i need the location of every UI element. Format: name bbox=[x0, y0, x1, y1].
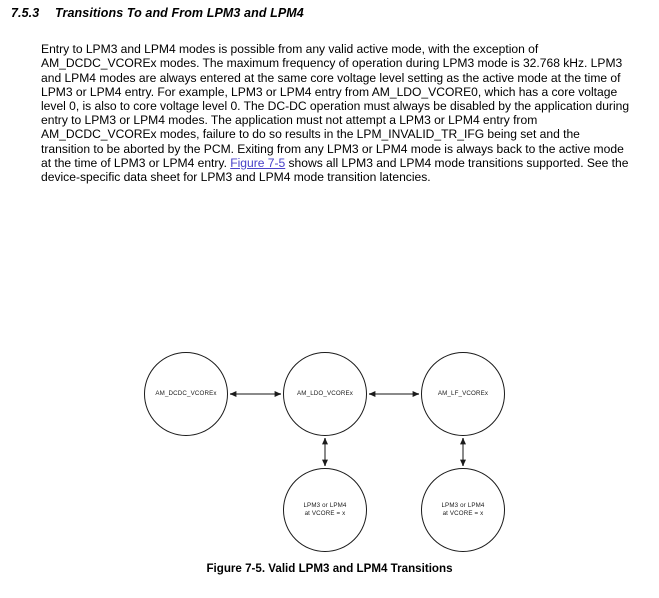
body-text-block: Entry to LPM3 and LPM4 modes is possible… bbox=[41, 30, 630, 196]
paragraph-lpm-transitions: Entry to LPM3 and LPM4 modes is possible… bbox=[41, 42, 630, 184]
node-am-dcdc-vcorex-label: AM_DCDC_VCOREx bbox=[155, 390, 217, 398]
node-am-lf-vcorex-label: AM_LF_VCOREx bbox=[437, 390, 489, 398]
node-am-lf-vcorex: AM_LF_VCOREx bbox=[421, 352, 505, 436]
state-transition-diagram: AM_LDO_VCOREx --> AM_LF_VCOREx --> LPM3/… bbox=[0, 175, 659, 552]
node-am-dcdc-vcorex: AM_DCDC_VCOREx bbox=[144, 352, 228, 436]
node-lpm3-lpm4-right: LPM3 or LPM4 at VCORE = x bbox=[421, 468, 505, 552]
node-lpm3-lpm4-middle: LPM3 or LPM4 at VCORE = x bbox=[283, 468, 367, 552]
section-number: 7.5.3 bbox=[11, 6, 40, 20]
figure-7-5: AM_LDO_VCOREx --> AM_LF_VCOREx --> LPM3/… bbox=[0, 175, 659, 575]
paragraph-part-2: shows all LPM3 and LPM4 mode transitions… bbox=[41, 155, 629, 184]
node-am-ldo-vcorex: AM_LDO_VCOREx bbox=[283, 352, 367, 436]
figure-caption: Figure 7-5. Valid LPM3 and LPM4 Transiti… bbox=[206, 562, 453, 575]
paragraph-part-1: Entry to LPM3 and LPM4 modes is possible… bbox=[41, 42, 630, 170]
node-lpm3-lpm4-middle-label: LPM3 or LPM4 at VCORE = x bbox=[303, 502, 347, 517]
node-am-ldo-vcorex-label: AM_LDO_VCOREx bbox=[297, 390, 353, 398]
section-title: Transitions To and From LPM3 and LPM4 bbox=[55, 6, 304, 20]
section-heading: 7.5.3 Transitions To and From LPM3 and LP… bbox=[11, 6, 651, 20]
figure-7-5-link[interactable]: Figure 7-5 bbox=[230, 155, 286, 170]
node-lpm3-lpm4-right-label: LPM3 or LPM4 at VCORE = x bbox=[441, 502, 485, 517]
